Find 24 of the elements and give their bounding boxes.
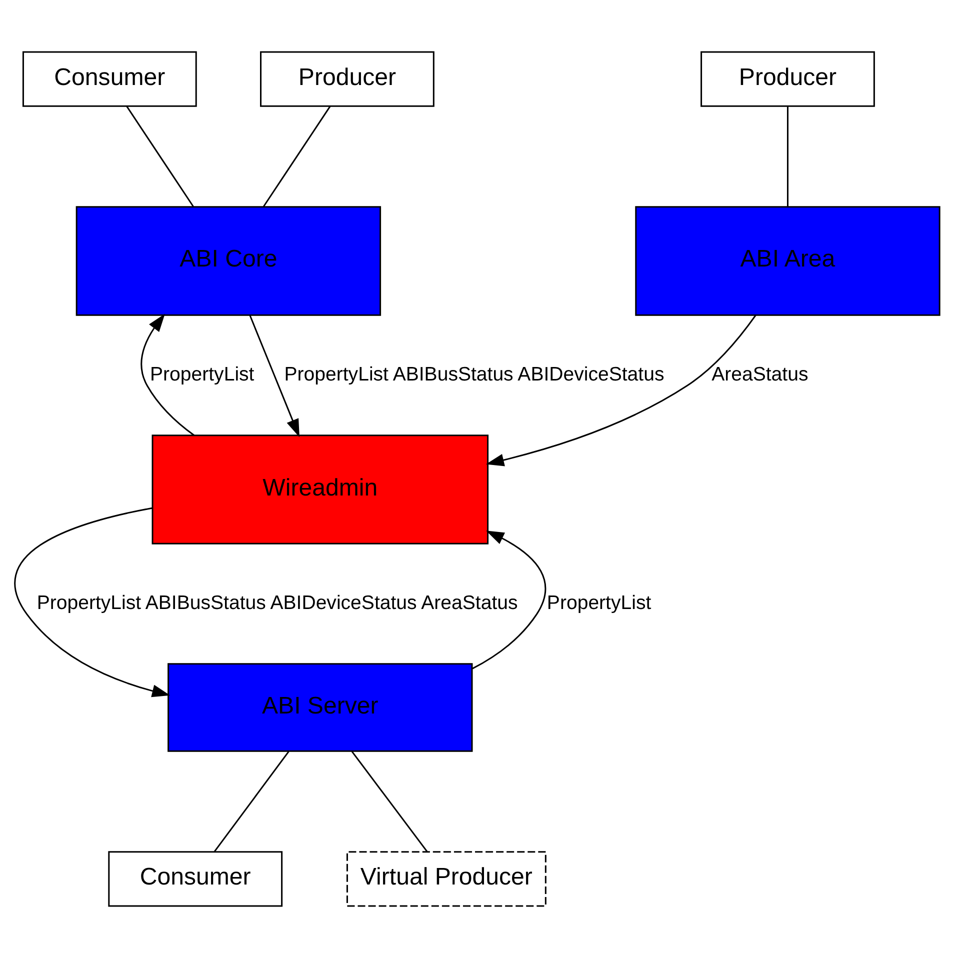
arrow — [486, 314, 756, 466]
edge-label: PropertyList — [150, 363, 254, 386]
edge-label: PropertyList — [546, 592, 652, 614]
node-box: Consumer — [22, 51, 197, 107]
node-box: Producer — [260, 51, 434, 107]
arrow — [14, 507, 170, 698]
edge-label: PropertyList ABIBusStatus ABIDeviceStatus AreaStatus — [36, 592, 518, 614]
node-box: ABI Core — [76, 206, 382, 316]
node-box: Virtual Producer — [346, 851, 546, 907]
arrow — [472, 530, 546, 670]
node-box: Wireadmin — [152, 434, 489, 544]
node-box: Producer — [700, 51, 875, 107]
connector — [214, 751, 290, 852]
arrow — [249, 315, 300, 438]
node-box: Consumer — [108, 851, 283, 907]
node-box: ABI Server — [168, 663, 473, 752]
connector — [126, 106, 194, 208]
connector — [351, 751, 428, 852]
connector — [786, 106, 788, 207]
arrow — [140, 314, 195, 436]
node-box: ABI Area — [635, 206, 940, 316]
edge-label: AreaStatus — [712, 363, 808, 386]
edge-label: PropertyList ABIBusStatus ABIDeviceStatus — [284, 363, 664, 386]
connector — [262, 106, 331, 208]
